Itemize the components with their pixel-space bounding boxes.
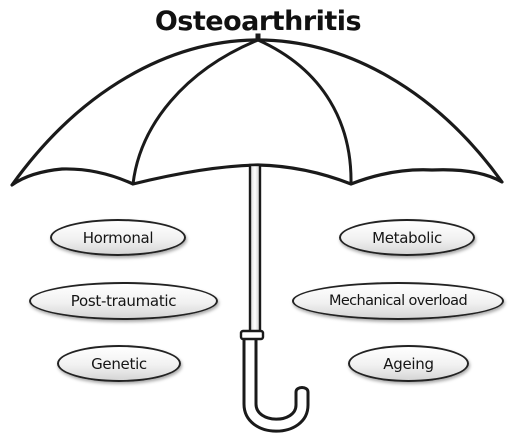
umbrella-canopy	[12, 40, 502, 185]
cause-ageing: Ageing	[348, 345, 469, 382]
umbrella-shaft	[250, 165, 260, 335]
cause-metabolic: Metabolic	[339, 219, 475, 256]
cause-mechanical-overload: Mechanical overload	[292, 282, 504, 320]
cause-post-traumatic: Post-traumatic	[29, 282, 218, 320]
umbrella-handle	[244, 336, 308, 431]
cause-genetic: Genetic	[57, 345, 181, 382]
diagram-title: Osteoarthritis	[0, 6, 516, 38]
cause-hormonal: Hormonal	[50, 219, 186, 256]
umbrella-handle-collar	[241, 331, 263, 339]
